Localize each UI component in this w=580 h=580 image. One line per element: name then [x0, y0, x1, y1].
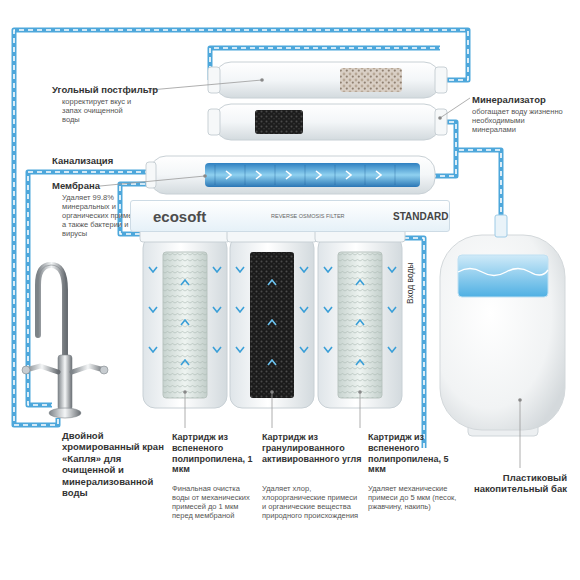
callout-title: Двойной хромированный кран «Капля» для о… [62, 430, 164, 498]
flow-arrow [300, 267, 308, 352]
callout-title: Пластиковый накопительный бак [455, 472, 567, 495]
flow-arrow [356, 280, 364, 365]
filter-housing [143, 236, 402, 408]
leader-line [360, 392, 361, 428]
postfilter-housing [208, 67, 220, 93]
storage-tank [458, 255, 548, 297]
inlet-label: Вход воды [405, 262, 415, 304]
leader-line [272, 392, 273, 428]
callout-note: обогащает воду жизненно необходимыми мин… [472, 107, 567, 134]
leader-line [520, 400, 521, 468]
product-line: REVERSE OSMOSIS FILTER [271, 214, 345, 220]
faucet [58, 355, 72, 410]
membrane-housing [215, 165, 395, 185]
filter-cartridge [250, 252, 294, 398]
filter-housing [143, 236, 227, 408]
leader-dot [260, 78, 264, 82]
leader-line [440, 98, 470, 118]
flow-arrow [149, 267, 157, 352]
flow-arrow [324, 267, 332, 352]
leader-line [150, 80, 262, 90]
mineralizer-housing [435, 109, 447, 135]
water-pipe-dash [14, 30, 468, 425]
leader-line [100, 80, 520, 468]
leader-dot [438, 116, 442, 120]
leader-dot [518, 398, 522, 402]
faucet [100, 366, 108, 374]
callout-note: Финальная очистка воды от механических п… [172, 484, 258, 520]
faucet [22, 366, 30, 374]
filter-housing [318, 236, 402, 408]
callout-title: Картридж из гранулированного активирован… [262, 432, 362, 464]
water-pipe [14, 30, 501, 448]
leader-dot [270, 390, 274, 394]
water-pipe [14, 30, 468, 425]
flow-arrow [181, 280, 189, 365]
leader-dot [203, 174, 207, 178]
leader-dot [183, 390, 187, 394]
filter-cartridge [338, 252, 382, 398]
mineralizer-housing [255, 110, 303, 134]
flow-arrow [388, 267, 396, 352]
faucet [26, 366, 58, 372]
storage-tank [440, 215, 565, 436]
flow-arrow [236, 267, 244, 352]
membrane-housing [226, 171, 381, 179]
leader-line [100, 176, 205, 186]
mineralizer-housing [215, 104, 440, 140]
water-pipe [456, 150, 501, 230]
filter-cartridge [338, 252, 382, 398]
flow-arrow [149, 267, 396, 365]
mineralizer-housing [255, 110, 303, 134]
membrane-housing [146, 162, 156, 188]
model-name: STANDARD [393, 212, 448, 222]
filter-housing [230, 236, 314, 408]
filter-cartridge [163, 252, 207, 398]
postfilter-housing [340, 68, 402, 92]
filter-cartridge [163, 252, 382, 398]
callout-title: Минерализатор [472, 94, 572, 105]
callout-note: Удаляет механические примеси до 5 мкм (п… [368, 484, 460, 511]
postfilter-housing [340, 68, 402, 92]
storage-tank [495, 215, 507, 237]
water-pipe-dash [456, 150, 501, 230]
membrane-housing [205, 163, 420, 187]
leader-dot [183, 78, 522, 402]
leader-dot [358, 390, 362, 394]
postfilter-housing [208, 62, 447, 98]
faucet [72, 366, 104, 372]
brand-logo: ecosoft [153, 209, 206, 224]
faucet [22, 265, 108, 418]
postfilter-housing [215, 62, 440, 98]
membrane-housing [150, 156, 435, 194]
membrane-housing [146, 156, 435, 194]
leader-line [185, 392, 186, 428]
water-pipe-dash [14, 30, 501, 448]
storage-tank [458, 269, 548, 276]
storage-tank [440, 235, 565, 430]
brand-plate: ecosoft REVERSE OSMOSIS FILTER STANDARD [130, 200, 450, 232]
callout-title: Картридж из вспененого полипропилена, 5 … [368, 432, 463, 475]
mineralizer-housing [208, 104, 447, 140]
filter-cartridge [163, 252, 207, 398]
water-pipe [402, 238, 424, 448]
callout-title: Картридж из вспененого полипропилена, 1 … [172, 432, 260, 475]
callout-note: Удаляет хлор, хлорорганические примеси и… [262, 484, 360, 520]
callout-title: Мембрана [52, 180, 142, 191]
filter-cartridge [250, 252, 294, 398]
callout-note: корректирует вкус и запах очищенной воды [62, 97, 142, 124]
water-pipe-dash [402, 238, 424, 448]
callout-title: Канализация [52, 155, 142, 166]
postfilter-housing [435, 67, 447, 93]
mineralizer-housing [208, 109, 220, 135]
flow-arrow [268, 280, 276, 365]
faucet [49, 408, 81, 418]
flow-arrow [213, 267, 221, 352]
callout-title: Угольный постфильтр [52, 84, 177, 95]
